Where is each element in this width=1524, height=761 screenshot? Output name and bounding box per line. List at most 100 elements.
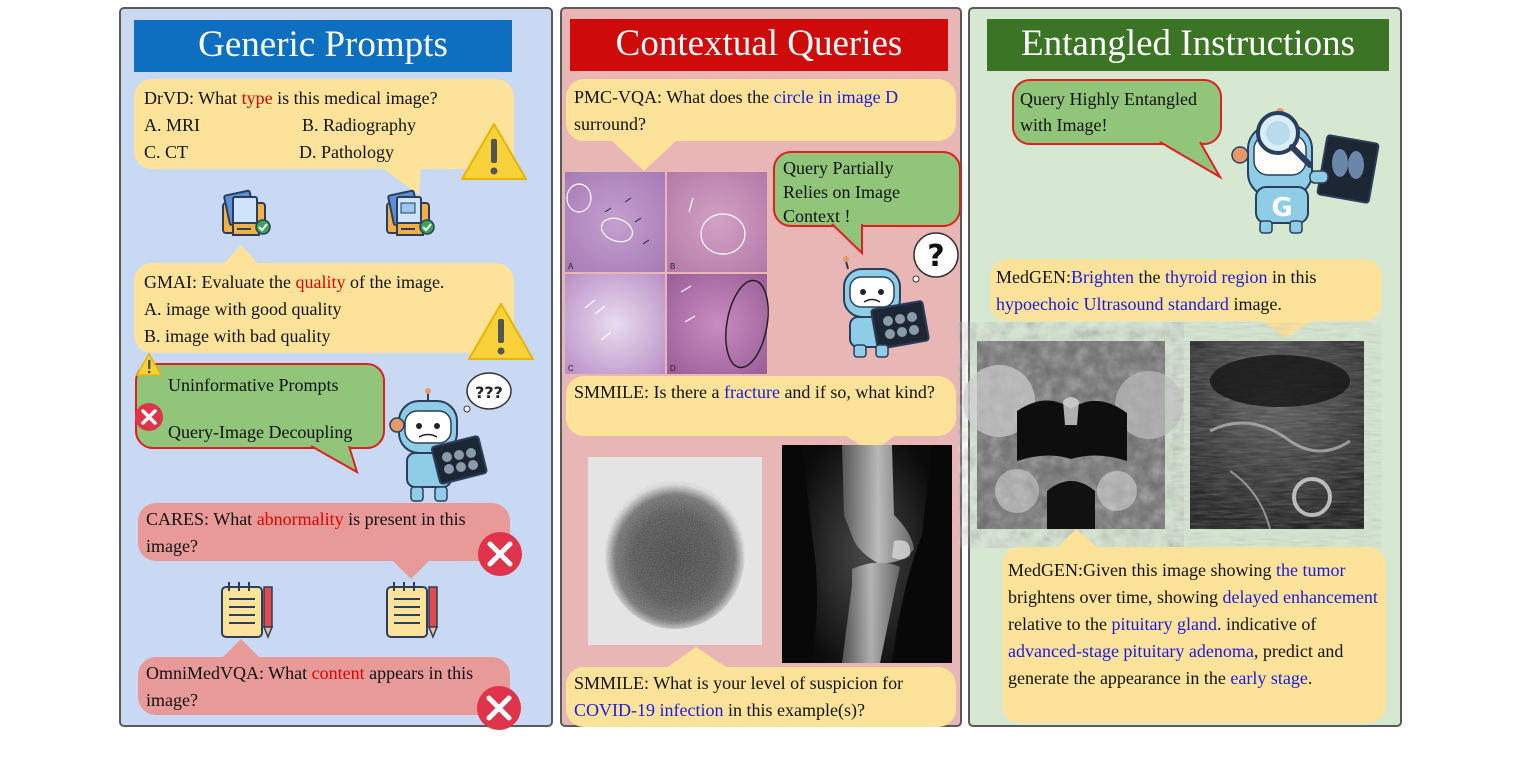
highlight-keyword: the tumor <box>1275 560 1346 580</box>
confused-robot-icon: ??? <box>389 372 512 502</box>
bubble-tail <box>381 167 421 195</box>
callout-tail <box>831 223 863 256</box>
instruction-text: in this <box>1267 267 1317 287</box>
option-a: A. image with good quality <box>144 299 342 319</box>
drvd-question-bubble: DrVD: What type is this medical image? A… <box>134 79 514 169</box>
confused-robot-icon: ? <box>843 232 959 358</box>
option-a: A. MRI <box>144 115 201 135</box>
issue-callout: Uninformative Prompts Query-Image Decoup… <box>135 363 385 449</box>
smmile-covid-bubble: SMMILE: What is your level of suspicion … <box>566 667 956 727</box>
panel-title: Contextual Queries <box>570 19 948 71</box>
question-text: What <box>194 88 242 108</box>
source-label: OmniMedVQA: <box>146 663 264 683</box>
source-label: SMMILE: <box>574 382 650 402</box>
omnimedvqa-question-bubble: OmniMedVQA: What content appears in this… <box>138 657 510 715</box>
warning-icon <box>461 123 527 180</box>
bubble-tail <box>221 639 261 659</box>
em-virus-image <box>588 457 762 645</box>
highlight-keyword: COVID-19 infection <box>574 700 724 720</box>
gmai-question-bubble: GMAI: Evaluate the quality of the image.… <box>134 263 514 353</box>
highlight-keyword: content <box>311 663 365 683</box>
source-label: CARES: <box>146 509 210 529</box>
question-text: and if so, what kind? <box>779 382 935 402</box>
highlight-keyword: circle in image D <box>773 87 899 107</box>
medical-folder-icon <box>386 189 435 236</box>
question-text: is present in this image? <box>146 509 466 556</box>
histology-image-grid: A B C D <box>565 172 769 374</box>
robot-badge-text: G <box>1271 193 1292 223</box>
highlight-keyword: Brighten <box>1071 267 1134 287</box>
highlight-keyword: quality <box>295 272 346 292</box>
source-label: MedGEN: <box>996 267 1071 287</box>
callout-line: Query Highly Entangled <box>1020 89 1197 109</box>
instruction-text: Given this image showing <box>1083 560 1276 580</box>
option-c: C. CT <box>144 142 189 162</box>
panel-title: Entangled Instructions <box>987 19 1389 71</box>
error-icon <box>477 686 521 730</box>
source-label: SMMILE: <box>574 673 650 693</box>
bubble-tail <box>662 647 732 671</box>
highlight-keyword: thyroid region <box>1165 267 1268 287</box>
highlight-keyword: hypoechoic Ultrasound standard <box>996 294 1229 314</box>
thought-text: ? <box>927 239 944 274</box>
highlight-keyword: pituitary gland <box>1111 614 1217 634</box>
instruction-text: brightens over time, showing <box>1008 587 1223 607</box>
thought-text: ??? <box>475 383 503 402</box>
source-label: MedGEN: <box>1008 560 1083 580</box>
subfigure-label: C <box>568 364 574 373</box>
pmc-vqa-question-bubble: PMC-VQA: What does the circle in image D… <box>566 79 956 141</box>
highlight-keyword: abnormality <box>256 509 344 529</box>
question-text: appears in this image? <box>146 663 474 710</box>
question-text: in this example(s)? <box>723 700 865 720</box>
question-text: of the image. <box>345 272 445 292</box>
warning-icon <box>135 352 163 376</box>
panel-entangled-instructions: Entangled Instructions Query Highly Enta… <box>963 7 1402 727</box>
source-label: PMC-VQA: <box>574 87 663 107</box>
notepad-icon <box>386 582 439 640</box>
panel-contextual-queries: Contextual Queries PMC-VQA: What does th… <box>560 7 962 727</box>
issue-callout: Query Highly Entangled with Image! <box>1012 79 1222 145</box>
callout-line: with Image! <box>1020 115 1108 135</box>
panel-title: Generic Prompts <box>134 20 512 72</box>
callout-line: Query Partially <box>783 158 894 178</box>
callout-line: Query-Image Decoupling <box>168 422 353 442</box>
bubble-tail <box>391 559 431 579</box>
smmile-fracture-bubble: SMMILE: Is there a fracture and if so, w… <box>566 376 956 436</box>
question-text: Evaluate the <box>197 272 296 292</box>
question-text: is this medical image? <box>272 88 438 108</box>
bubble-tail <box>842 433 898 453</box>
bubble-tail <box>221 245 261 267</box>
callout-line: Context ! <box>783 206 851 226</box>
error-icon <box>478 532 522 576</box>
instruction-text: relative to the <box>1008 614 1112 634</box>
source-label: GMAI: <box>144 272 197 292</box>
option-b: B. Radiography <box>302 115 416 135</box>
subfigure-label: B <box>670 262 675 271</box>
medgen-tumor-bubble: MedGEN:Given this image showing the tumo… <box>1002 547 1386 723</box>
subfigure-label: D <box>670 364 676 373</box>
cares-question-bubble: CARES: What abnormality is present in th… <box>138 503 510 561</box>
highlight-keyword: advanced-stage pituitary adenoma <box>1008 641 1254 661</box>
issue-callout: Query Partially Relies on Image Context … <box>773 151 961 227</box>
option-b: B. image with bad quality <box>144 326 331 346</box>
warning-icon <box>468 303 534 360</box>
question-text: What <box>264 663 312 683</box>
medical-folder-icon <box>222 189 271 236</box>
highlight-keyword: delayed enhancement <box>1222 587 1378 607</box>
instruction-text: . indicative of <box>1216 614 1317 634</box>
instruction-text: . <box>1307 668 1313 688</box>
question-text: Is there a <box>649 382 724 402</box>
question-text: surround? <box>574 114 646 134</box>
option-d: D. Pathology <box>299 142 395 162</box>
question-text: What is your level of suspicion for <box>649 673 904 693</box>
knee-xray-image <box>782 445 952 663</box>
instruction-text: image. <box>1228 294 1282 314</box>
error-icon <box>135 403 163 431</box>
callout-tail <box>1159 141 1223 180</box>
question-text: What does the <box>662 87 774 107</box>
highlight-keyword: type <box>241 88 273 108</box>
ultrasound-image <box>1190 341 1364 530</box>
highlight-keyword: fracture <box>723 382 780 402</box>
instruction-text: , predict and generate the appearance in… <box>1008 641 1344 688</box>
medgen-brighten-bubble: MedGEN:Brighten the thyroid region in th… <box>990 259 1382 321</box>
